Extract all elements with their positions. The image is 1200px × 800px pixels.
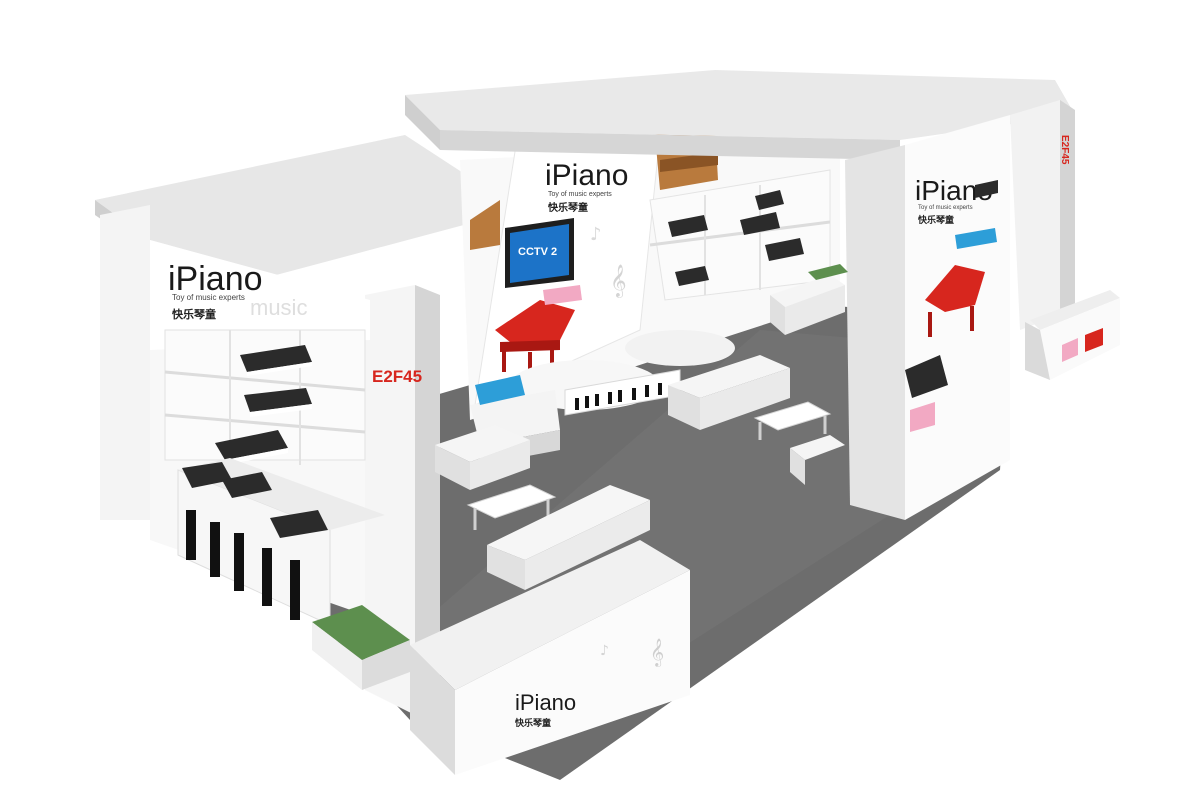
chinese-name-counter: 快乐琴童	[515, 717, 551, 729]
sofa-icon	[487, 485, 650, 590]
left-shelves	[164, 329, 366, 465]
grand-piano-icon	[495, 300, 575, 372]
center-stage	[470, 330, 735, 465]
sofa-icon	[668, 355, 790, 430]
keyboard-icon	[755, 190, 784, 210]
keyboard-icon	[240, 345, 312, 376]
far-right-column: E2F45	[1010, 100, 1075, 330]
brand-logo-center: iPiano	[545, 159, 628, 192]
piano-key-podiums	[177, 458, 385, 626]
grass-planter	[312, 605, 410, 690]
left-banner: iPiano Toy of music experts 快乐琴童 music	[150, 240, 370, 350]
keyboard-icon	[905, 355, 948, 398]
sofa-icon	[435, 425, 530, 490]
sofa-group-right	[668, 275, 845, 485]
treble-clef-icon: 𝄞	[650, 638, 664, 667]
coffee-table	[753, 401, 832, 440]
grand-piano-icon	[925, 265, 985, 337]
keyboard-icon	[675, 266, 709, 286]
right-shelves	[649, 169, 831, 301]
brand-logo-counter: iPiano	[515, 690, 576, 715]
brand-logo-left: iPiano	[168, 260, 263, 298]
keyboard-icon	[244, 388, 312, 417]
chinese-name-center: 快乐琴童	[547, 201, 588, 214]
keyboard-icon	[975, 180, 998, 198]
music-watermark: music	[250, 295, 307, 320]
tagline-left: Toy of music experts	[172, 293, 245, 302]
keyboard-icon	[270, 510, 328, 538]
keyboard-icon	[215, 430, 288, 465]
tv-channel: CCTV 2	[518, 246, 557, 258]
upright-piano-side	[470, 200, 500, 250]
tagline-right: Toy of music experts	[918, 205, 973, 211]
music-note-icon: ♪	[590, 224, 602, 245]
sofa-group-left	[435, 425, 650, 590]
music-note-icon: ♪	[600, 643, 609, 659]
front-counter: iPiano 快乐琴童 𝄞 ♪	[410, 540, 690, 775]
keyboard-icon	[765, 238, 804, 261]
right-lightbox-column: iPiano Toy of music experts 快乐琴童	[845, 115, 1010, 520]
tagline-center: Toy of music experts	[548, 191, 612, 198]
chinese-name-left: 快乐琴童	[171, 307, 216, 321]
sofa-icon	[790, 435, 845, 485]
keyboard-icon	[955, 228, 997, 249]
keyboard-icon	[475, 375, 525, 405]
keyboard-icon	[910, 402, 935, 432]
sofa-icon	[770, 275, 845, 335]
keyboard-icon	[740, 212, 780, 235]
keyboard-icon	[222, 472, 272, 498]
booth-number: E2F45	[372, 367, 422, 386]
treble-clef-icon: 𝄞	[610, 264, 627, 298]
booth-number-right: E2F45	[1059, 135, 1070, 165]
side-counter	[1025, 290, 1120, 380]
center-portal-frame	[405, 70, 1075, 160]
keyboard-icon	[182, 462, 232, 488]
keyboard-icon	[668, 215, 708, 237]
grass-planter-small	[808, 264, 848, 280]
chinese-name-right: 快乐琴童	[918, 214, 954, 226]
tv-icon: CCTV 2	[505, 218, 574, 288]
